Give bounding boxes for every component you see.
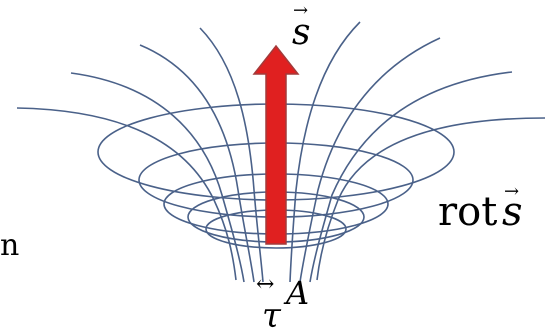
field-lines [16,21,545,283]
field-line-l1 [16,107,237,281]
label-tau: τ [262,296,282,332]
field-line-l4 [199,27,264,283]
field-line-l2 [70,72,245,283]
double-arrow-over-tau: ↔ [256,272,274,297]
label-superscript-a: A [283,274,309,312]
label-vector-s: s [292,12,310,53]
label-rot-s: s [502,189,523,235]
field-line-r2 [309,71,513,283]
arrow-over-rot-s: → [504,181,519,202]
vector-s-arrow [252,44,300,245]
field-line-r3 [299,37,441,283]
left-text-fragment: n [0,228,19,263]
field-line-l3 [139,44,255,283]
label-rot: rot [438,189,497,235]
field-line-r4 [289,21,361,283]
field-line-r1 [316,117,545,281]
arrow-over-s: → [293,0,308,21]
